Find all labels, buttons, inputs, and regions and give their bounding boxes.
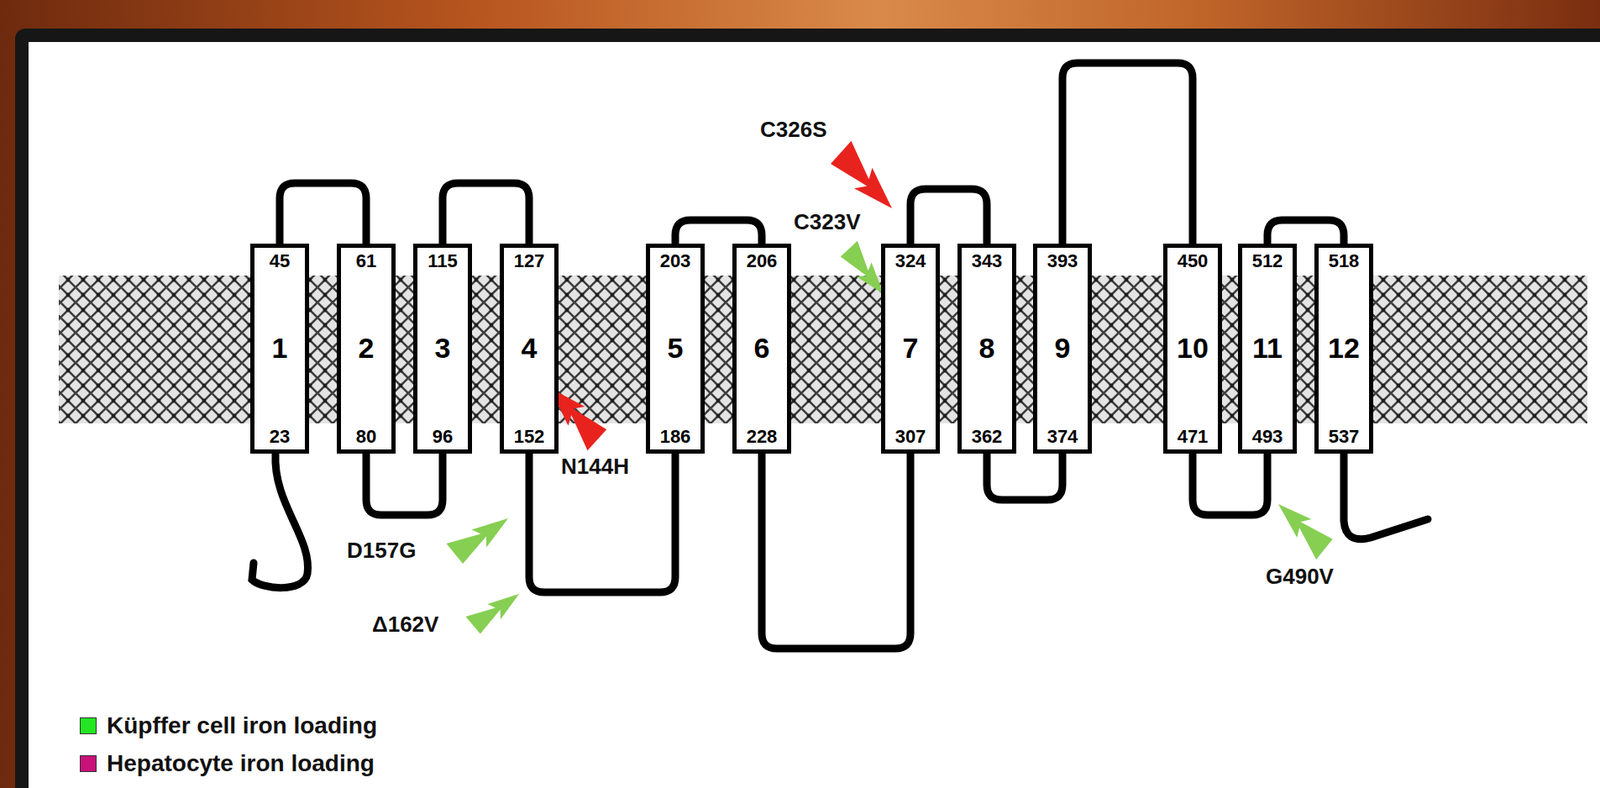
helix-box: 115 3 96: [413, 243, 473, 454]
mutation-bolt: [466, 593, 520, 635]
helix-number: 10: [1176, 333, 1209, 364]
helix-box: 45 1 23: [250, 243, 310, 454]
mutation-bolt: [550, 388, 607, 451]
residue-number: 96: [432, 426, 453, 446]
residue-number: 450: [1177, 251, 1209, 271]
loop-connector: [1062, 62, 1193, 244]
residue-number: 512: [1252, 251, 1284, 271]
residue-number: 471: [1177, 426, 1209, 446]
mutation-bolt: [1278, 503, 1333, 560]
helix-number: 11: [1252, 333, 1283, 364]
helix-box: 61 2 80: [336, 243, 396, 454]
residue-number: 45: [269, 251, 290, 271]
loop-connector: [1192, 453, 1268, 515]
c-terminal-tail: [1343, 453, 1428, 540]
residue-number: 324: [895, 251, 927, 271]
mutation-label: D157G: [346, 538, 416, 563]
residue-number: 203: [660, 251, 692, 271]
helix-number: 7: [902, 333, 919, 364]
residue-number: 152: [514, 426, 546, 446]
legend-swatch: [79, 755, 97, 772]
residue-number: 493: [1252, 426, 1284, 446]
loop-connector: [761, 453, 911, 649]
helix-number: 1: [272, 333, 289, 364]
loop-connector: [366, 453, 443, 515]
residue-number: 228: [746, 426, 778, 446]
residue-number: 307: [895, 426, 927, 446]
helix-box: 450 10 471: [1163, 243, 1223, 454]
legend-swatch: [79, 717, 97, 735]
mutation-bolt: [830, 141, 892, 209]
mutation-label: G490V: [1265, 564, 1334, 589]
residue-number: 393: [1047, 251, 1079, 271]
helix-number: 4: [521, 333, 538, 364]
helix-box: 206 6 228: [732, 243, 792, 454]
residue-number: 374: [1047, 426, 1079, 446]
helix-box: 203 5 186: [645, 243, 705, 454]
residue-number: 362: [971, 426, 1003, 446]
residue-number: 186: [660, 426, 692, 446]
helix-box: 324 7 307: [881, 243, 940, 454]
helix-number: 6: [754, 333, 771, 364]
residue-number: 61: [356, 251, 377, 271]
loop-connector: [675, 220, 762, 244]
legend-text: Küpffer cell iron loading: [106, 713, 378, 740]
helix-box: 393 9 374: [1033, 243, 1092, 454]
loop-connector: [986, 453, 1063, 500]
residue-number: 206: [746, 251, 778, 271]
helix-number: 2: [358, 333, 375, 364]
loop-connector: [910, 188, 987, 244]
mutation-bolt: [446, 518, 509, 564]
mutation-label: Δ162V: [372, 612, 439, 637]
helix-number: 5: [667, 333, 684, 364]
helix-number: 12: [1327, 333, 1360, 364]
helix-box: 343 8 362: [957, 243, 1017, 454]
residue-number: 127: [514, 251, 546, 271]
mutation-bolt: [840, 241, 884, 294]
residue-number: 537: [1328, 426, 1360, 446]
helix-number: 8: [979, 333, 996, 364]
mutation-label: C326S: [760, 117, 828, 142]
mutation-label: N144H: [561, 454, 630, 479]
helix-number: 9: [1054, 333, 1071, 364]
residue-number: 518: [1328, 251, 1360, 271]
residue-number: 343: [971, 251, 1003, 271]
loop-connector: [442, 183, 530, 244]
helix-box: 127 4 152: [499, 243, 559, 454]
mutation-label: C323V: [793, 209, 861, 235]
residue-number: 115: [427, 251, 458, 271]
residue-number: 80: [356, 426, 377, 446]
loop-connector: [279, 183, 367, 244]
n-terminal-tail: [251, 453, 309, 588]
helix-box: 512 11 493: [1238, 243, 1297, 454]
legend-text: Hepatocyte iron loading: [106, 750, 375, 777]
residue-number: 23: [269, 426, 290, 446]
loop-connector: [529, 453, 676, 593]
loop-connector: [1267, 220, 1344, 244]
helix-box: 518 12 537: [1314, 243, 1374, 454]
helix-number: 3: [435, 333, 452, 364]
